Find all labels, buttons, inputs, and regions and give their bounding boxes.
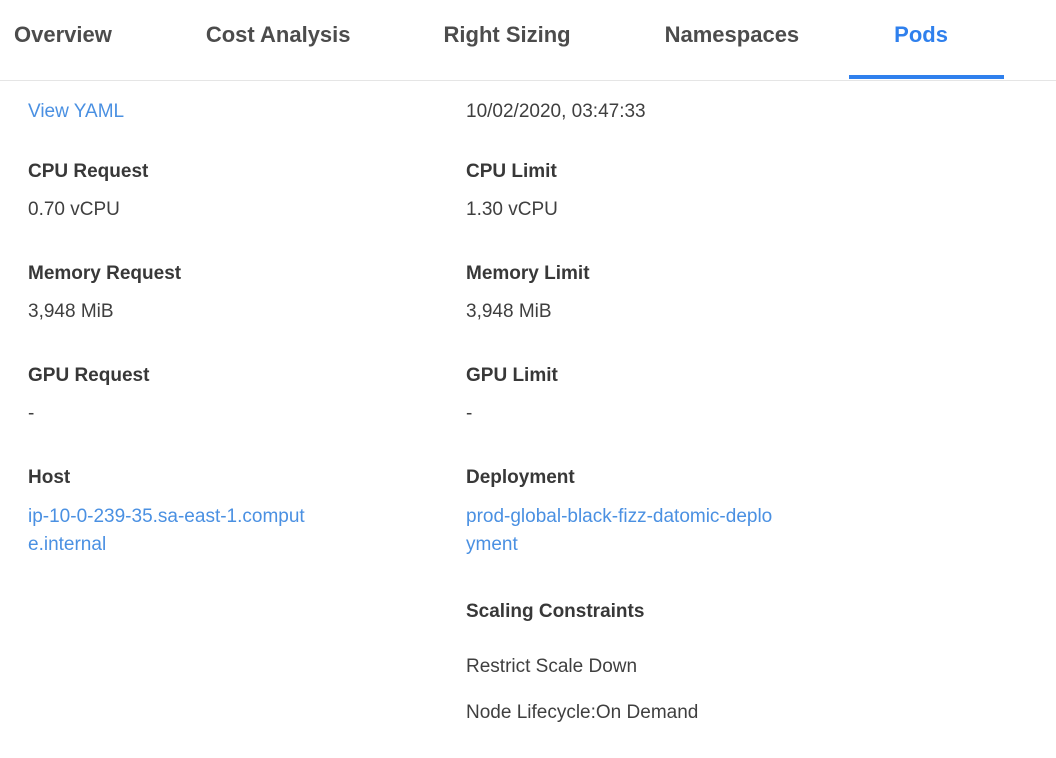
host-field: Host ip-10-0-239-35.sa-east-1.compute.in… — [28, 465, 466, 559]
cpu-request-field: CPU Request 0.70 vCPU — [28, 159, 466, 223]
gpu-request-label: GPU Request — [28, 365, 150, 386]
tab-bar: Overview Cost Analysis Right Sizing Name… — [0, 0, 1056, 81]
view-yaml-link[interactable]: View YAML — [28, 101, 125, 122]
tab-cost-analysis[interactable]: Cost Analysis — [205, 22, 351, 47]
memory-limit-field: Memory Limit 3,948 MiB — [466, 261, 777, 325]
memory-limit-value: 3,948 MiB — [466, 301, 552, 322]
memory-request-label: Memory Request — [28, 263, 182, 284]
scaling-constraints-section: Scaling Constraints Restrict Scale Down … — [466, 599, 777, 745]
cpu-limit-value: 1.30 vCPU — [466, 199, 558, 220]
memory-limit-label: Memory Limit — [466, 263, 590, 284]
view-yaml-cell: View YAML — [28, 99, 466, 125]
constraint-restrict-scale-down: Restrict Scale Down — [466, 656, 638, 677]
deployment-label: Deployment — [466, 467, 575, 488]
gpu-request-value: - — [28, 403, 35, 424]
empty-cell — [28, 599, 466, 625]
host-label: Host — [28, 467, 71, 488]
cpu-limit-label: CPU Limit — [466, 161, 557, 182]
memory-request-field: Memory Request 3,948 MiB — [28, 261, 466, 325]
tab-pods[interactable]: Pods — [849, 0, 1004, 80]
tab-namespaces[interactable]: Namespaces — [664, 22, 800, 47]
host-link[interactable]: ip-10-0-239-35.sa-east-1.compute.interna… — [28, 506, 305, 555]
gpu-limit-value: - — [466, 403, 473, 424]
gpu-request-field: GPU Request - — [28, 363, 466, 427]
pod-details-panel: View YAML 10/02/2020, 03:47:33 CPU Reque… — [28, 99, 1056, 745]
timestamp-cell: 10/02/2020, 03:47:33 — [466, 99, 777, 125]
cpu-request-label: CPU Request — [28, 161, 149, 182]
gpu-limit-label: GPU Limit — [466, 365, 558, 386]
deployment-field: Deployment prod-global-black-fizz-datomi… — [466, 465, 777, 559]
scaling-constraints-label: Scaling Constraints — [466, 601, 645, 622]
tab-overview[interactable]: Overview — [14, 22, 112, 47]
deployment-link[interactable]: prod-global-black-fizz-datomic-deploymen… — [466, 506, 773, 555]
tab-right-sizing[interactable]: Right Sizing — [443, 22, 571, 47]
constraint-node-lifecycle: Node Lifecycle:On Demand — [466, 702, 699, 723]
timestamp: 10/02/2020, 03:47:33 — [466, 101, 646, 122]
cpu-limit-field: CPU Limit 1.30 vCPU — [466, 159, 777, 223]
memory-request-value: 3,948 MiB — [28, 301, 114, 322]
cpu-request-value: 0.70 vCPU — [28, 199, 120, 220]
gpu-limit-field: GPU Limit - — [466, 363, 777, 427]
